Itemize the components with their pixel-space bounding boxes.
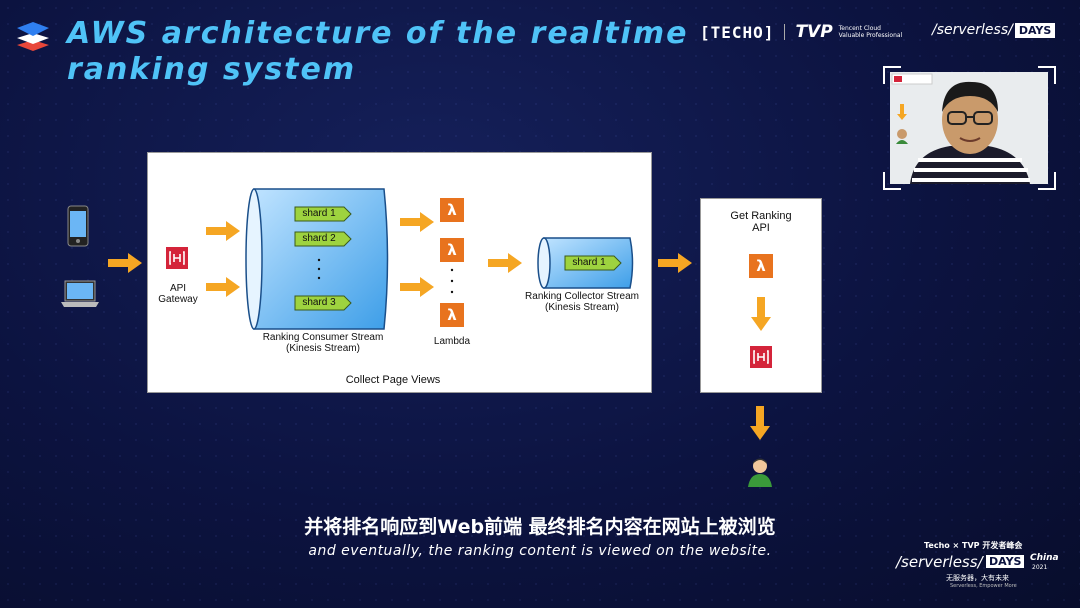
slide-title: AWS architecture of the realtime ranking… <box>67 16 688 88</box>
collector-shard-label: shard 1 <box>572 257 606 268</box>
subtitle-chinese: 并将排名响应到Web前端 最终排名内容在网站上被浏览 <box>304 516 776 538</box>
event-logo-slogan-en: Serverless, Empower More <box>950 583 1017 589</box>
slide-title-line2: ranking system <box>67 52 357 87</box>
shard-3-tag <box>294 295 352 311</box>
serverless-text: /serverless/ <box>932 22 1013 38</box>
subtitle-english: and eventually, the ranking content is v… <box>308 543 772 559</box>
event-logo: Techo × TVP 开发者峰会 /serverless/ DAYS Chin… <box>896 540 1059 590</box>
brand-divider <box>784 24 786 40</box>
ellipsis-dots-icon <box>317 258 321 280</box>
event-logo-main: /serverless/ <box>896 553 983 571</box>
serverless-days-logo: /serverless/ DAYS <box>932 22 1056 38</box>
laptop-icon <box>61 280 99 307</box>
arrow-right-icon <box>206 221 240 241</box>
consumer-stream-label: Ranking Consumer Stream(Kinesis Stream) <box>262 332 384 354</box>
collector-stream-label: Ranking Collector Stream(Kinesis Stream) <box>525 291 639 313</box>
kinesis-consumer-stream-icon <box>245 188 389 330</box>
shard-3-label: shard 3 <box>302 297 336 308</box>
layers-logo-icon <box>17 22 49 51</box>
mobile-phone-icon <box>67 205 89 247</box>
lambda-icon: λ <box>440 238 464 262</box>
api-gateway-icon <box>750 346 772 368</box>
arrow-right-icon <box>658 253 692 273</box>
event-logo-top: Techo × TVP 开发者峰会 <box>924 541 1023 550</box>
webcam-frame <box>883 66 1056 190</box>
event-logo-year: 2021 <box>1032 564 1048 571</box>
days-badge: DAYS <box>1014 22 1056 38</box>
event-logo-china: China <box>1030 553 1059 563</box>
arrow-down-icon <box>751 297 771 331</box>
arrow-right-icon <box>488 253 522 273</box>
arrow-down-icon <box>750 406 770 440</box>
event-logo-slogan-cn: 无服务器，大有未来 <box>946 574 1009 582</box>
collector-shard-tag <box>564 255 622 271</box>
techo-logo: [TECHO] <box>700 22 775 42</box>
tvp-subtitle: Tencent Cloud Valuable Professional <box>838 25 903 39</box>
lambda-icon: λ <box>440 198 464 222</box>
shard-1-tag <box>294 206 352 222</box>
arrow-right-icon <box>206 277 240 297</box>
tvp-logo: TVP <box>795 22 833 42</box>
lambda-icon: λ <box>749 254 773 278</box>
presenter-webcam <box>883 66 1056 190</box>
brand-bar: [TECHO] TVP Tencent Cloud Valuable Profe… <box>700 22 903 42</box>
arrow-right-icon <box>400 212 434 232</box>
arrow-right-icon <box>108 253 142 273</box>
presenter-avatar <box>890 72 1048 184</box>
api-gateway-icon <box>166 247 188 269</box>
slide-title-line1: AWS architecture of the realtime <box>67 16 689 51</box>
shard-2-label: shard 2 <box>302 233 336 244</box>
lambda-label: Lambda <box>433 336 471 347</box>
collect-page-views-label: Collect Page Views <box>345 374 441 386</box>
lambda-icon: λ <box>440 303 464 327</box>
ellipsis-dots-icon <box>450 268 454 294</box>
event-logo-days: DAYS <box>986 555 1025 568</box>
shard-2-tag <box>294 231 352 247</box>
user-icon <box>748 458 772 487</box>
shard-1-label: shard 1 <box>302 208 336 219</box>
arrow-right-icon <box>400 277 434 297</box>
webcam-video <box>890 72 1048 184</box>
